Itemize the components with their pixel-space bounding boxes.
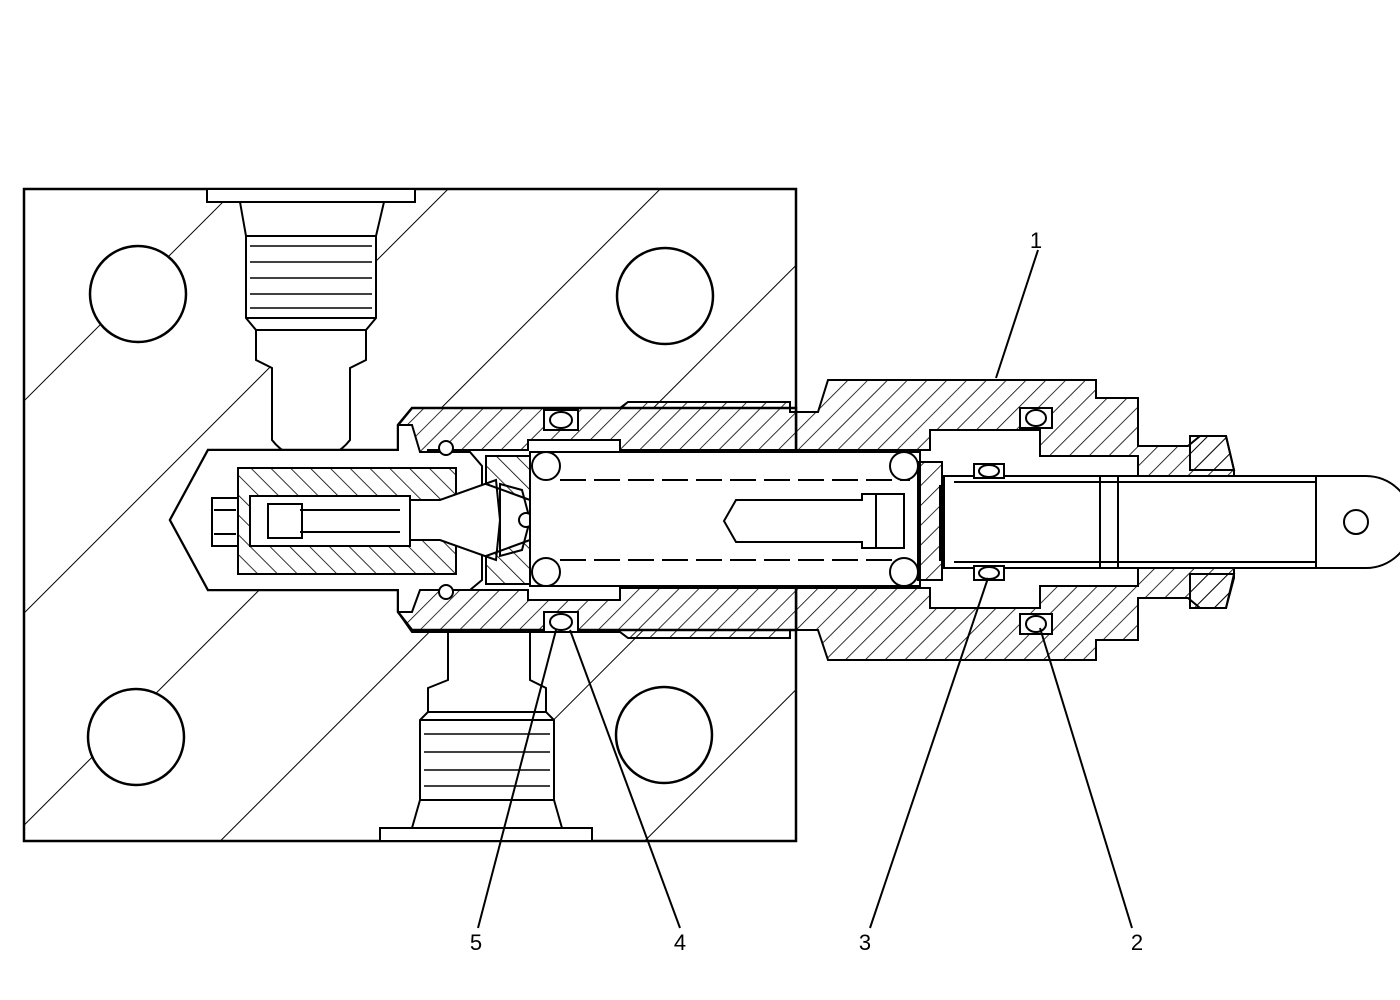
adjusting-screw [943, 475, 1400, 569]
callout-labels: 1 2 3 4 5 [470, 228, 1143, 955]
leader-3 [869, 577, 989, 929]
adjusting-pin [722, 493, 905, 549]
bottom-port-fitting [379, 611, 593, 842]
callout-1: 1 [1030, 228, 1042, 253]
mounting-hole [88, 244, 188, 344]
top-port-fitting [206, 188, 416, 461]
leader-5 [477, 629, 557, 929]
poppet [249, 478, 534, 562]
callout-5: 5 [470, 930, 482, 955]
seals [438, 407, 1053, 635]
leader-2 [1039, 627, 1133, 929]
leader-4 [569, 629, 681, 929]
mounting-holes [86, 244, 715, 787]
callout-3: 3 [859, 930, 871, 955]
lock-nut [1189, 435, 1236, 609]
leader-1 [995, 249, 1039, 379]
callout-4: 4 [674, 930, 686, 955]
mounting-hole [614, 685, 714, 785]
callout-leaders [477, 249, 1133, 929]
mounting-hole [86, 687, 186, 787]
mounting-hole [615, 246, 715, 346]
retainer [917, 461, 943, 581]
callout-2: 2 [1131, 930, 1143, 955]
